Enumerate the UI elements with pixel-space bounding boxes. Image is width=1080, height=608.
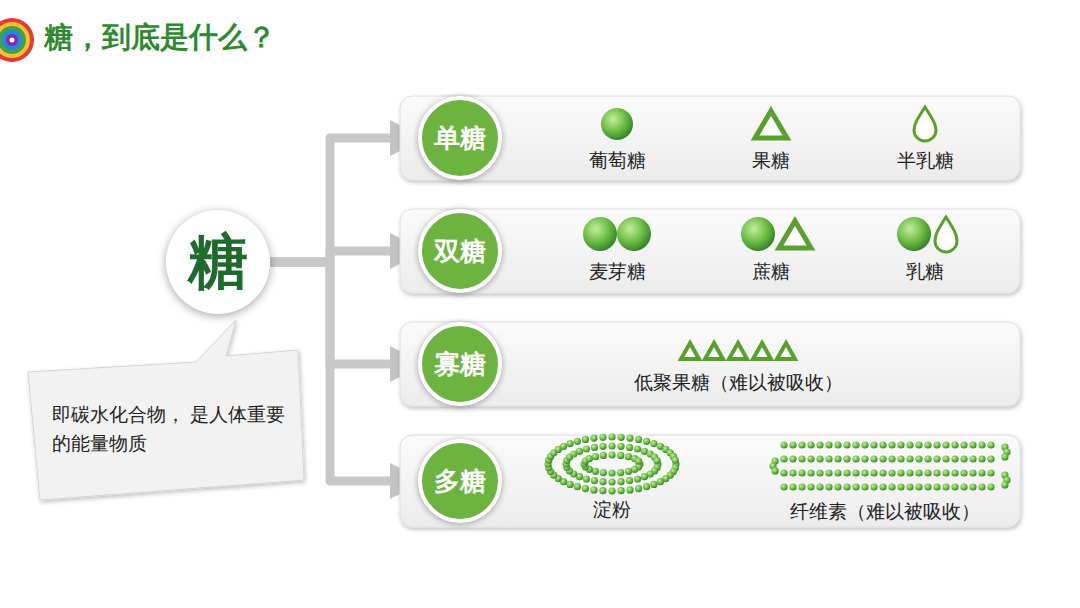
callout-bubble xyxy=(28,320,304,500)
panel-backgrounds xyxy=(400,96,1020,527)
sugar-name: 半乳糖 xyxy=(897,148,954,174)
sugar-name: 乳糖 xyxy=(906,259,944,285)
sugar-name: 麦芽糖 xyxy=(589,259,646,285)
page-title: 糖，到底是什么？ xyxy=(44,18,276,58)
category-badge: 寡糖 xyxy=(418,322,502,406)
category-label: 双糖 xyxy=(434,234,486,269)
monosaccharide-icons xyxy=(601,107,936,141)
category-label: 寡糖 xyxy=(434,347,486,382)
disaccharide-icons xyxy=(583,217,957,252)
oligosaccharide-icons xyxy=(681,343,795,359)
sugar-name: 低聚果糖（难以被吸收） xyxy=(634,370,843,396)
sugar-name: 葡萄糖 xyxy=(589,148,646,174)
callout-box: 即碳水化合物， 是人体重要的能量物质 xyxy=(52,374,292,484)
main-label: 糖 xyxy=(188,222,248,303)
branch-arrow xyxy=(270,138,408,262)
sugar-name: 淀粉 xyxy=(593,497,631,523)
category-badge: 单糖 xyxy=(418,96,502,180)
category-badge: 多糖 xyxy=(418,439,502,523)
category-panel: 麦芽糖 蔗糖 乳糖 双糖 xyxy=(400,209,1020,293)
category-panel: 葡萄糖 果糖 半乳糖 单糖 xyxy=(400,96,1020,180)
title-icon xyxy=(0,18,34,62)
category-badge: 双糖 xyxy=(418,209,502,293)
main-circle: 糖 xyxy=(166,210,270,314)
sugar-name: 蔗糖 xyxy=(752,259,790,285)
sugar-name: 果糖 xyxy=(752,148,790,174)
branch-arrow xyxy=(270,262,408,364)
callout-text: 即碳水化合物， 是人体重要的能量物质 xyxy=(52,400,292,459)
category-panel: 淀粉 纤维素（难以被吸收） 多糖 xyxy=(400,435,1020,527)
category-panel: 低聚果糖（难以被吸收） 寡糖 xyxy=(400,322,1020,406)
category-label: 单糖 xyxy=(434,121,486,156)
sugar-name: 纤维素（难以被吸收） xyxy=(790,499,980,525)
category-label: 多糖 xyxy=(434,464,486,499)
polysaccharide-beads xyxy=(544,433,1010,494)
